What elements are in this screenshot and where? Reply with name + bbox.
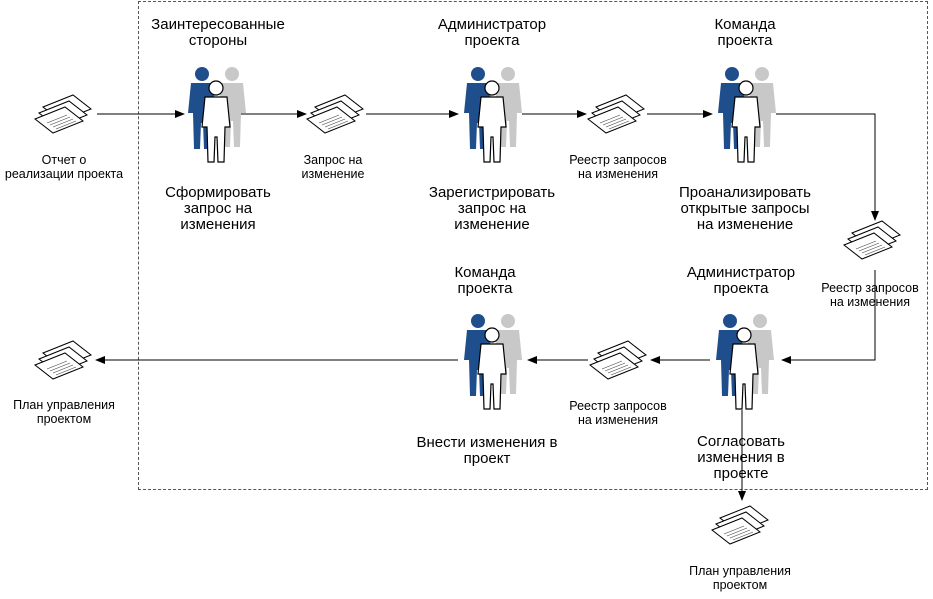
- role-project-admin-top: Администратор проекта: [437, 16, 547, 49]
- project-admin-people-icon-bottom: [716, 314, 774, 410]
- role-project-admin-bottom: Администратор проекта: [686, 264, 796, 297]
- registry-label-2: Реестр запросов на изменения: [821, 281, 919, 309]
- action-register-request: Зарегистрировать запрос на изменение: [428, 184, 556, 233]
- action-analyze-requests: Проанализировать открытые запросы на изм…: [678, 184, 811, 233]
- registry-label-1: Реестр запросов на изменения: [569, 153, 667, 181]
- project-team-people-icon-bottom: [464, 314, 522, 410]
- process-boundary-frame: [138, 1, 928, 490]
- project-team-people-icon-top: [718, 67, 776, 163]
- stakeholders-people-icon: [188, 67, 246, 163]
- report-document-icon: [34, 94, 92, 134]
- registry-document-icon-3: [589, 340, 647, 380]
- plan-document-icon-bottom: [711, 505, 769, 545]
- registry-document-icon-1: [587, 94, 645, 134]
- role-project-team-bottom: Команда проекта: [454, 264, 516, 297]
- plan-label-left: План управления проектом: [13, 398, 115, 426]
- change-request-document-icon: [306, 94, 364, 134]
- arrow-registry-to-admin-bottom: [781, 270, 876, 364]
- plan-label-bottom: План управления проектом: [689, 564, 791, 592]
- arrow-team-to-registry: [776, 113, 879, 221]
- action-form-request: Сформировать запрос на изменения: [165, 184, 271, 233]
- role-stakeholders: Заинтересованные стороны: [151, 16, 285, 49]
- project-admin-people-icon-top: [464, 67, 522, 163]
- change-request-label: Запрос на изменение: [301, 153, 365, 181]
- registry-document-icon-2: [843, 220, 901, 260]
- action-apply-changes: Внести изменения в проект: [416, 434, 558, 467]
- action-approve-changes: Согласовать изменения в проекте: [697, 433, 785, 482]
- plan-document-icon-left: [34, 340, 92, 380]
- report-label: Отчет о реализации проекта: [4, 153, 124, 181]
- registry-label-3: Реестр запросов на изменения: [569, 399, 667, 427]
- role-project-team-top: Команда проекта: [714, 16, 776, 49]
